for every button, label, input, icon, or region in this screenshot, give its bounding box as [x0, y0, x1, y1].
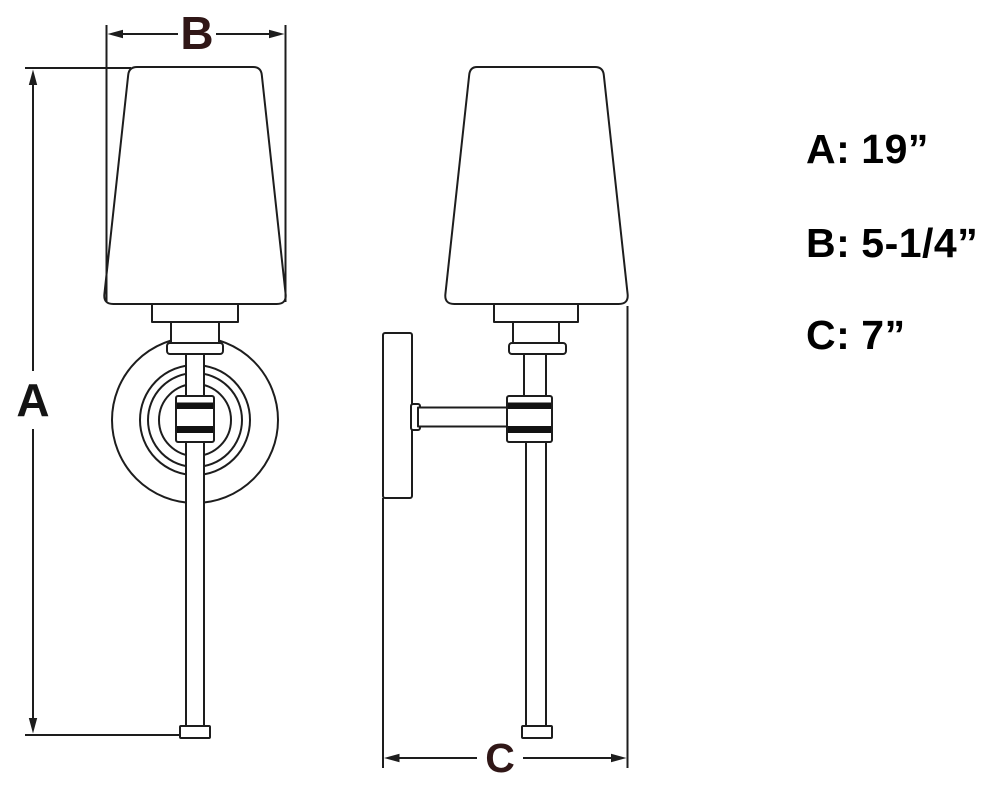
side-stem-upper: [523, 353, 547, 399]
spec-a-value: 19”: [861, 126, 929, 172]
spec-row-b: B: 5-1/4”: [806, 220, 978, 267]
dim-c-arrow-right: [611, 753, 627, 763]
side-stem-endcap: [521, 725, 553, 739]
dimension-b: B: [105, 7, 287, 302]
dim-a-label: A: [16, 374, 49, 426]
side-view: [382, 66, 629, 739]
side-socket-step2: [512, 321, 560, 344]
front-view: [103, 66, 287, 739]
front-socket-step1: [151, 303, 239, 323]
front-stem-endcap: [179, 725, 211, 739]
spec-b-value: 5-1/4”: [861, 220, 979, 266]
dimension-a: A: [16, 67, 180, 736]
spec-c-value: 7”: [861, 312, 906, 358]
side-shade: [444, 66, 629, 305]
front-shade: [103, 66, 287, 305]
side-socket-step1: [493, 303, 579, 323]
spec-a-label: A:: [806, 126, 851, 172]
side-collar-band-bottom: [508, 426, 551, 433]
side-collar-band-top: [508, 402, 551, 409]
front-collar-band-top: [177, 402, 213, 409]
side-socket-flange: [508, 342, 567, 355]
spec-b-label: B:: [806, 220, 851, 266]
spec-c-label: C:: [806, 312, 851, 358]
dim-c-arrow-left: [384, 753, 400, 763]
side-stem-lower: [525, 439, 547, 727]
dim-a-arrow-down: [28, 718, 38, 734]
front-socket-step2: [170, 321, 220, 344]
dim-c-label: C: [485, 735, 515, 781]
mounting-arm: [417, 406, 509, 428]
dim-a-arrow-up: [28, 69, 38, 85]
dim-b-arrow-left: [107, 29, 123, 39]
spec-row-c: C: 7”: [806, 312, 906, 359]
front-socket-flange: [166, 342, 224, 355]
dim-b-arrow-right: [269, 29, 285, 39]
wall-plate: [382, 332, 413, 499]
dimension-c: C: [382, 306, 629, 781]
spec-row-a: A: 19”: [806, 126, 929, 173]
front-collar-band-bottom: [177, 426, 213, 433]
dim-b-label: B: [180, 7, 213, 59]
